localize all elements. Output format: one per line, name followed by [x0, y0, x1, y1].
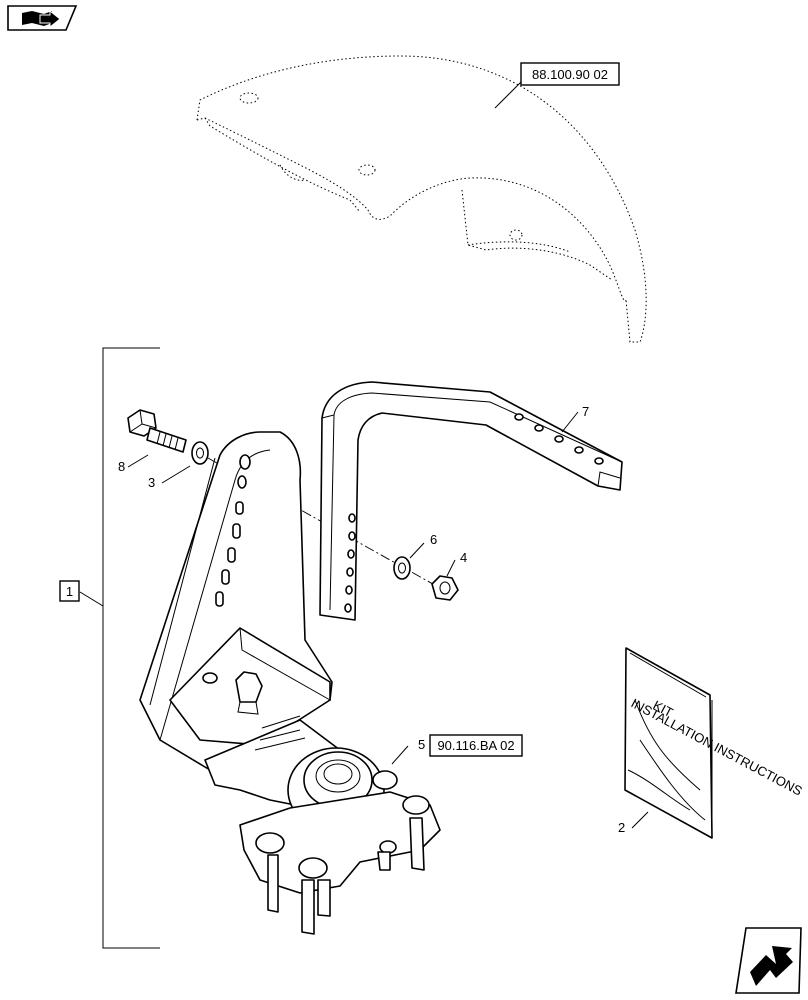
leader-5 [391, 745, 409, 765]
bolt-part [127, 409, 187, 453]
nut-part [431, 575, 459, 601]
leader-7 [561, 411, 579, 433]
callout-6: 6 [430, 532, 437, 547]
callout-4: 4 [460, 550, 467, 565]
callout-5: 5 [418, 737, 425, 752]
next-page-arrow-icon[interactable] [735, 927, 802, 994]
callout-2: 2 [618, 820, 625, 835]
washer-part-6 [393, 556, 411, 580]
book-arrow-icon[interactable] [7, 5, 78, 31]
callout-7: 7 [582, 404, 589, 419]
manual-book-part: KIT INSTALLATION INSTRUCTIONS [624, 647, 805, 839]
assembly-bracket [102, 347, 160, 949]
fender-illustration [196, 55, 647, 343]
ref-box-fender[interactable]: 88.100.90 02 [520, 62, 620, 86]
callout-3: 3 [148, 475, 155, 490]
leader-assembly [79, 591, 104, 607]
leader-3 [161, 465, 191, 484]
leader-4 [446, 559, 456, 577]
leader-fender [494, 81, 522, 109]
leader-8 [127, 454, 149, 468]
callout-box-1[interactable]: 1 [59, 580, 80, 602]
bracket-part [319, 381, 623, 621]
ref-box-hitch[interactable]: 90.116.BA 02 [429, 734, 523, 757]
callout-8: 8 [118, 459, 125, 474]
ref-hitch-text: 90.116.BA 02 [437, 738, 514, 753]
washer-part-3 [191, 441, 209, 465]
callout-1-text: 1 [66, 584, 73, 599]
ref-fender-text: 88.100.90 02 [532, 67, 608, 82]
leader-6 [409, 542, 425, 559]
hitch-assembly-part [139, 431, 441, 935]
leader-2 [631, 811, 649, 829]
